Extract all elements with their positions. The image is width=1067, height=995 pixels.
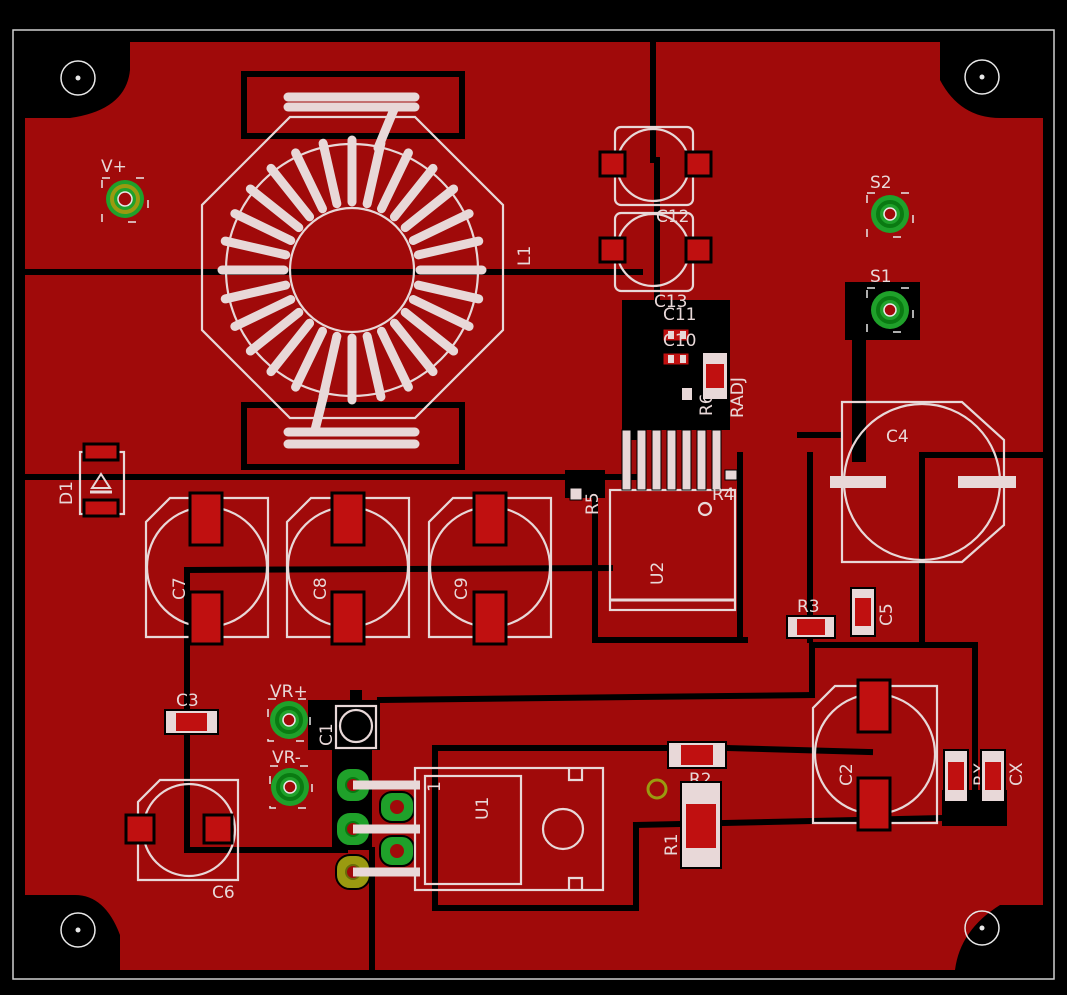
winding-line	[230, 209, 296, 245]
mount-hole-br	[964, 910, 1000, 946]
label-c11: C11	[663, 305, 697, 325]
label-c10: C10	[663, 331, 697, 351]
capacitor-c9: C9	[427, 491, 553, 646]
ic-pin	[681, 429, 692, 491]
resistor-r1: R1	[662, 781, 722, 869]
label-s2: S2	[870, 173, 892, 193]
winding-line	[362, 138, 386, 209]
label-c8: C8	[311, 577, 331, 600]
label-u1: U1	[473, 797, 493, 820]
mount-hole-bl	[60, 912, 96, 948]
label-s1: S1	[870, 267, 892, 287]
label-c13: C13	[654, 292, 688, 312]
winding-line	[362, 331, 386, 402]
regulator-u1: U1 1	[335, 766, 605, 892]
label-l1: L1	[515, 246, 535, 266]
ic-pin	[621, 429, 632, 491]
pad-s2[interactable]: S2	[866, 173, 914, 238]
ic-u2: U2 R5 R4	[569, 429, 738, 612]
capacitor-c5: C5	[850, 587, 897, 637]
winding-line	[408, 209, 474, 245]
label-c7: C7	[170, 577, 190, 600]
diode-d1: D1	[57, 442, 126, 518]
label-c1: C1	[317, 723, 337, 746]
label-u2: U2	[648, 562, 668, 585]
pad-s1[interactable]: S1	[866, 267, 914, 333]
label-c9: C9	[452, 577, 472, 600]
label-c3: C3	[176, 691, 199, 711]
winding-line	[291, 326, 327, 392]
label-r5: R5	[583, 492, 603, 515]
test-via	[646, 778, 668, 800]
winding-line	[220, 280, 291, 304]
ic-pin	[636, 429, 647, 491]
ic-pin	[711, 429, 722, 491]
capacitor-c12	[598, 125, 713, 207]
mounting-holes	[60, 59, 1000, 948]
label-cx: CX	[1007, 762, 1027, 786]
copper-isolation	[22, 39, 1046, 973]
capacitor-c1: C1	[317, 690, 378, 750]
winding-line	[408, 295, 474, 331]
label-c12: C12	[656, 207, 690, 227]
capacitor-c2: C2	[811, 678, 939, 832]
winding-line	[318, 138, 342, 209]
label-v-plus: V+	[101, 157, 127, 177]
label-r1: R1	[662, 833, 682, 856]
capacitor-c7: C7	[144, 491, 270, 646]
pad-v-plus[interactable]: V+	[101, 157, 149, 223]
winding-line	[400, 184, 459, 233]
label-c2: C2	[837, 763, 857, 786]
smd-cluster-c11-c10: C11 C10 R6 RADJ	[660, 305, 748, 418]
winding-line	[220, 236, 291, 260]
mount-hole-tr	[964, 59, 1000, 95]
winding-line	[230, 295, 296, 331]
capacitor-c13: C12 C13	[598, 207, 713, 312]
label-vr-plus: VR+	[270, 682, 308, 702]
label-c6: C6	[212, 883, 235, 903]
capacitor-c3: C3	[164, 691, 219, 735]
label-vr-minus: VR-	[272, 748, 301, 768]
ic-pin	[666, 429, 677, 491]
capacitor-c6: C6	[124, 778, 240, 903]
label-pin1: 1	[425, 781, 445, 792]
winding-line	[389, 318, 438, 377]
winding-line	[266, 163, 315, 222]
winding-line	[413, 236, 484, 260]
winding-line	[377, 148, 413, 214]
winding-line	[291, 148, 327, 214]
label-c5: C5	[877, 603, 897, 626]
winding-line	[266, 318, 315, 377]
winding-line	[413, 280, 484, 304]
capacitor-c8: C8	[285, 491, 411, 646]
winding-line	[400, 307, 459, 356]
pad-vr-plus[interactable]: VR+	[267, 682, 311, 742]
winding-line	[377, 326, 413, 392]
label-d1: D1	[57, 481, 77, 505]
ic-pin	[651, 429, 662, 491]
resistor-r3: R3	[786, 597, 836, 639]
ic-pin	[696, 429, 707, 491]
capacitor-c4: C4	[830, 400, 1016, 564]
resistor-r2: R2	[667, 741, 727, 790]
winding-line	[245, 184, 304, 233]
label-c4: C4	[886, 427, 909, 447]
mount-hole-tl	[60, 60, 96, 96]
label-radj: RADJ	[728, 377, 748, 418]
inductor-l1: L1	[200, 71, 535, 470]
winding-line	[389, 163, 438, 222]
capacitor-cx: CX	[980, 749, 1027, 803]
board-outline	[12, 29, 1055, 980]
label-r4: R4	[712, 485, 735, 505]
winding-line	[245, 307, 304, 356]
label-r3: R3	[797, 597, 820, 617]
label-r6: R6	[697, 393, 717, 416]
pad-vr-minus[interactable]: VR-	[269, 748, 313, 809]
